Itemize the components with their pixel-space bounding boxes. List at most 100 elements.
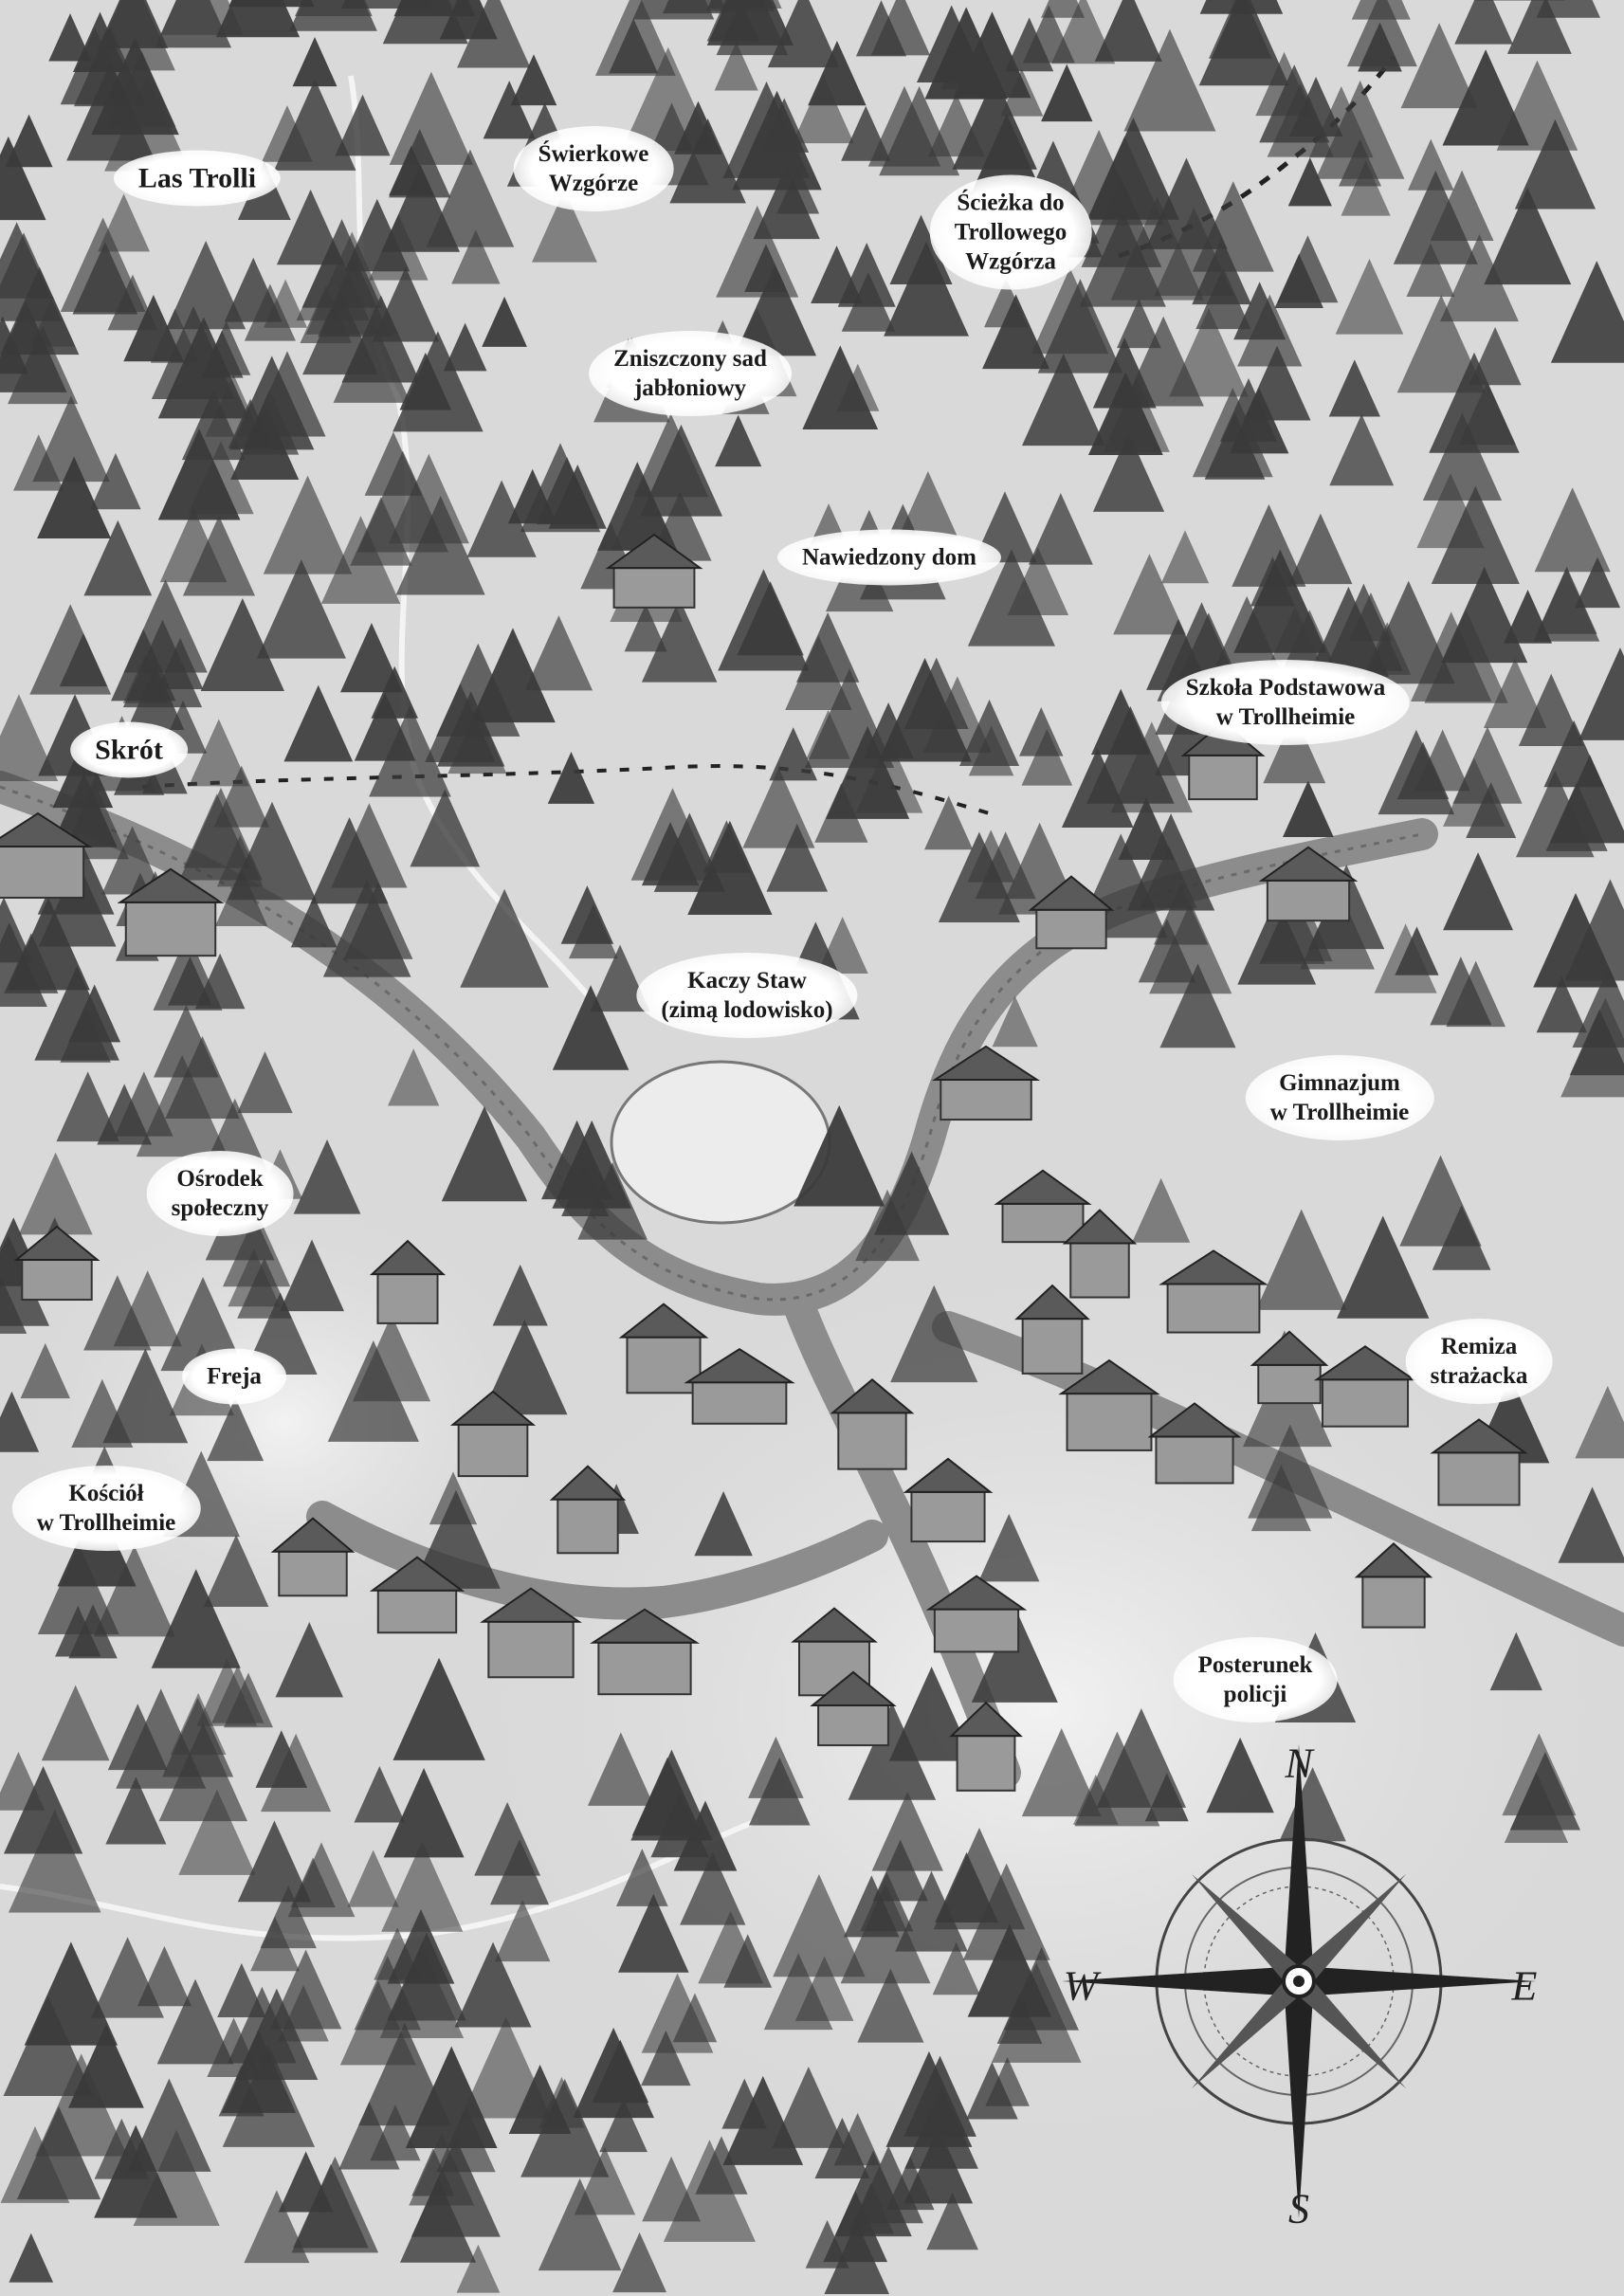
- tree-icon: [1237, 294, 1303, 367]
- tree-icon: [836, 363, 880, 411]
- tree-icon: [772, 2066, 846, 2148]
- tree-icon: [857, 1968, 924, 2043]
- tree-icon: [279, 1239, 345, 1312]
- tree-icon: [1259, 890, 1325, 964]
- tree-icon: [389, 71, 474, 165]
- tree-icon: [753, 165, 820, 240]
- tree-icon: [60, 217, 146, 313]
- tree-icon: [795, 612, 860, 683]
- tree-icon: [763, 1953, 833, 2031]
- tree-icon: [1192, 388, 1273, 478]
- tree-icon: [834, 2150, 912, 2237]
- tree-icon: [1192, 238, 1251, 305]
- label-text: społeczny: [171, 1195, 269, 1221]
- tree-icon: [439, 0, 498, 40]
- tree-icon: [985, 2056, 1030, 2106]
- tree-icon: [395, 496, 485, 595]
- tree-icon: [1028, 493, 1093, 565]
- tree-icon: [203, 1534, 269, 1608]
- tree-icon: [642, 2156, 702, 2222]
- house-icon: [1430, 1418, 1528, 1506]
- tree-icon: [1159, 963, 1236, 1048]
- tree-icon: [1506, 0, 1572, 54]
- tree-icon: [1199, 0, 1284, 14]
- tree-icon: [1575, 1385, 1624, 1459]
- tree-icon: [1198, 0, 1289, 86]
- tree-icon: [1578, 647, 1624, 740]
- tree-icon: [612, 2232, 667, 2293]
- tree-icon: [1509, 1752, 1580, 1831]
- tree-icon: [653, 812, 725, 892]
- tree-icon: [122, 619, 203, 708]
- tree-icon: [1496, 60, 1578, 151]
- tree-icon: [244, 2190, 310, 2264]
- tree-icon: [32, 395, 110, 483]
- tree-icon: [264, 279, 308, 328]
- tree-icon: [1110, 196, 1204, 301]
- tree-icon: [624, 604, 667, 652]
- tree-icon: [222, 2044, 316, 2147]
- tree-icon: [641, 598, 718, 683]
- house-icon: [810, 1670, 897, 1747]
- house-icon: [925, 1575, 1028, 1653]
- tree-icon: [492, 1264, 548, 1326]
- tree-icon: [1550, 261, 1624, 363]
- tree-icon: [855, 0, 907, 57]
- tree-icon: [1442, 49, 1529, 146]
- tree-icon: [20, 1342, 70, 1399]
- tree-icon: [1019, 706, 1064, 756]
- tree-icon: [443, 322, 487, 372]
- tree-icon: [1086, 117, 1179, 220]
- house-icon: [270, 1517, 356, 1597]
- tree-icon: [1454, 0, 1513, 45]
- tree-icon: [715, 414, 762, 467]
- tree-icon: [410, 789, 481, 867]
- tree-icon: [792, 75, 854, 144]
- tree-icon: [489, 1839, 550, 1905]
- tree-icon: [237, 1258, 292, 1319]
- tree-icon: [816, 917, 868, 975]
- tree-icon: [383, 1768, 465, 1858]
- tree-icon: [123, 295, 184, 362]
- tree-icon: [1050, 0, 1116, 64]
- tree-icon: [1533, 568, 1600, 642]
- tree-icon: [341, 295, 421, 383]
- tree-icon: [37, 1543, 119, 1635]
- tree-icon: [903, 657, 969, 730]
- house-icon: [480, 1587, 582, 1679]
- tree-icon: [855, 1189, 920, 1262]
- label-text: Kościół: [68, 1481, 144, 1506]
- tree-icon: [156, 1978, 234, 2065]
- tree-icon: [331, 803, 408, 888]
- tree-icon: [992, 995, 1038, 1048]
- tree-icon: [520, 2079, 610, 2178]
- tree-icon: [1074, 1731, 1160, 1827]
- tree-icon: [560, 885, 614, 944]
- tree-icon: [773, 1874, 866, 1977]
- tree-icon: [1393, 170, 1478, 264]
- label-text: Zniszczony sad: [613, 346, 767, 372]
- house-icon: [1354, 1542, 1433, 1629]
- tree-icon: [1574, 556, 1621, 609]
- tree-icon: [48, 13, 92, 62]
- compass-south: S: [1288, 2185, 1309, 2232]
- tree-icon: [482, 296, 527, 347]
- tree-icon: [399, 352, 452, 410]
- tree-icon: [662, 0, 728, 14]
- tree-icon: [215, 0, 301, 38]
- tree-icon: [456, 2244, 501, 2293]
- tree-icon: [3, 1995, 94, 2096]
- house-icon: [1014, 1284, 1090, 1375]
- tree-icon: [93, 1545, 175, 1637]
- tree-icon: [1329, 413, 1395, 486]
- house-icon: [13, 1225, 100, 1302]
- tree-icon: [183, 793, 251, 868]
- tree-icon: [0, 1391, 40, 1452]
- tree-icon: [68, 984, 121, 1043]
- tree-icon: [536, 456, 598, 525]
- tree-icon: [290, 896, 338, 948]
- house-icon: [618, 1303, 709, 1394]
- tree-icon: [335, 94, 391, 156]
- tree-icon: [155, 0, 232, 48]
